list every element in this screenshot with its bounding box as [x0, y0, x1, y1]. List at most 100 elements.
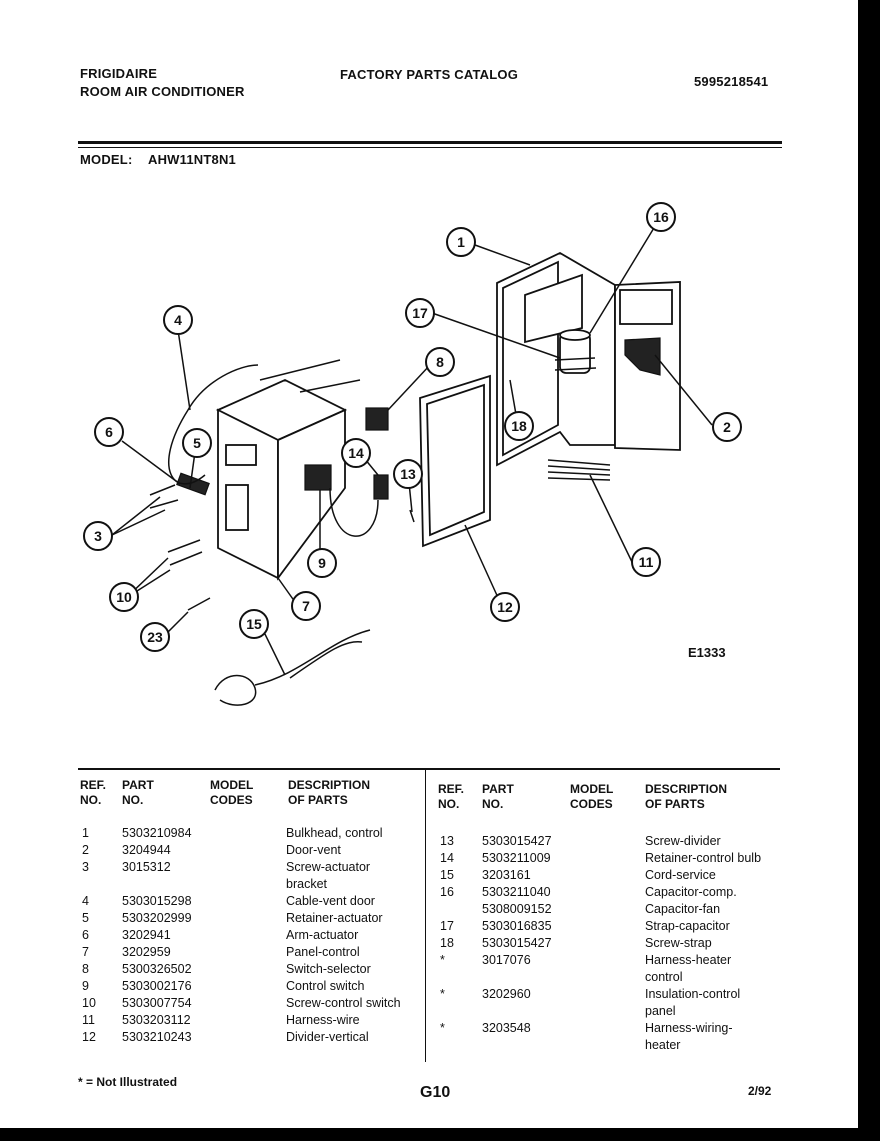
exploded-parts-diagram: 1 2 3 4 5 6 7 8 9 10 11 12 13 14 15 16 1…: [83, 202, 742, 706]
svg-text:16: 16: [653, 209, 669, 225]
callout-1: 1: [446, 227, 476, 257]
part-row-ref: *: [440, 987, 445, 1001]
part-row-ref: 11: [82, 1013, 95, 1027]
svg-text:18: 18: [511, 418, 527, 434]
part-row-part: 3204944: [122, 843, 171, 857]
callout-3: 3: [83, 521, 113, 551]
part-row-desc: Harness-wiring-: [645, 1021, 733, 1035]
bulkhead-part: [496, 251, 681, 467]
screws: [149, 484, 415, 611]
part-row-part: 3017076: [482, 953, 531, 967]
actuator-part: [176, 472, 210, 496]
svg-text:7: 7: [302, 598, 310, 614]
part-row-desc: Capacitor-comp.: [645, 885, 737, 899]
footnote: * = Not Illustrated: [78, 1075, 178, 1089]
callout-4: 4: [163, 305, 193, 335]
part-row-part: 5303202999: [122, 911, 192, 925]
part-row-desc: Panel-control: [286, 945, 360, 959]
part-row-ref: 16: [440, 885, 454, 899]
svg-text:9: 9: [318, 555, 326, 571]
part-row-part: 3203161: [482, 868, 531, 882]
svg-text:10: 10: [116, 589, 132, 605]
part-row-desc: Cord-service: [645, 868, 716, 882]
svg-text:1: 1: [457, 234, 465, 250]
part-row-part: 5303210243: [122, 1030, 192, 1044]
part-row-desc: control: [645, 970, 683, 984]
svg-text:15: 15: [246, 616, 262, 632]
part-row-desc: Harness-heater: [645, 953, 732, 967]
callout-10: 10: [109, 582, 139, 612]
callout-15: 15: [239, 609, 269, 639]
svg-text:13: 13: [400, 466, 416, 482]
part-row-desc: bracket: [286, 877, 327, 891]
control-panel-part: [215, 359, 361, 581]
callout-9: 9: [307, 548, 337, 578]
part-row-ref: 5: [82, 911, 89, 925]
wire-harness-part: [547, 459, 611, 481]
part-row-ref: 15: [440, 868, 454, 882]
svg-text:14: 14: [348, 445, 364, 461]
part-row-ref: 2: [82, 843, 89, 857]
part-row-part: 5303015427: [482, 936, 552, 950]
callout-8: 8: [425, 347, 455, 377]
part-row-ref: 17: [440, 919, 454, 933]
part-row-desc: Capacitor-fan: [645, 902, 721, 916]
model-label: MODEL:: [80, 152, 133, 167]
callout-16: 16: [646, 202, 676, 232]
part-row-part: 5303211040: [482, 885, 551, 899]
part-row-desc: Retainer-control bulb: [645, 851, 762, 865]
part-row-part: 3203548: [482, 1021, 531, 1035]
part-row-desc: Control switch: [286, 979, 365, 993]
revision-date: 2/92: [748, 1084, 772, 1098]
part-row-desc: Retainer-actuator: [286, 911, 383, 925]
part-row-ref: 10: [82, 996, 96, 1010]
header-ref-right: REF.NO.: [438, 782, 465, 811]
callout-7: 7: [291, 591, 321, 621]
capacitor-part: [554, 329, 597, 374]
part-row-ref: *: [440, 1021, 445, 1035]
part-row-ref: 1: [82, 826, 89, 840]
part-row-part: 5303002176: [122, 979, 192, 993]
part-row-desc: heater: [645, 1038, 681, 1052]
part-row-ref: 6: [82, 928, 89, 942]
switch-selector-part: [365, 407, 389, 431]
product-name: ROOM AIR CONDITIONER: [80, 84, 245, 99]
part-row-ref: 13: [440, 834, 454, 848]
brand-name: FRIGIDAIRE: [80, 66, 158, 81]
retainer-bulb-part: [373, 474, 389, 500]
part-row-part: 3202959: [122, 945, 171, 959]
part-row-ref: 14: [440, 851, 454, 865]
svg-text:3: 3: [94, 528, 102, 544]
control-switch-part: [304, 464, 332, 491]
part-row-desc: Door-vent: [286, 843, 341, 857]
part-row-desc: Screw-actuator: [286, 860, 371, 874]
part-row-ref: 3: [82, 860, 89, 874]
callout-14: 14: [341, 438, 371, 468]
svg-text:2: 2: [723, 419, 731, 435]
callout-23: 23: [140, 622, 170, 652]
part-row-desc: Arm-actuator: [286, 928, 359, 942]
callout-2: 2: [712, 412, 742, 442]
part-row-part: 5303203112: [122, 1013, 191, 1027]
divider-part: [419, 374, 491, 548]
part-row-desc: Cable-vent door: [286, 894, 375, 908]
part-row-part: 5308009152: [482, 902, 552, 916]
diagram-code: E1333: [688, 645, 726, 660]
part-row-part: 5303016835: [482, 919, 552, 933]
part-row-part: 5303210984: [122, 826, 192, 840]
part-row-part: 5303015298: [122, 894, 192, 908]
cable-part: [168, 364, 259, 485]
part-row-desc: Divider-vertical: [286, 1030, 369, 1044]
page-number: G10: [420, 1084, 451, 1101]
svg-text:17: 17: [412, 305, 428, 321]
svg-text:5: 5: [193, 435, 201, 451]
svg-text:12: 12: [497, 599, 513, 615]
part-row-ref: 4: [82, 894, 89, 908]
service-cord-part: [214, 629, 371, 706]
part-row-desc: Bulkhead, control: [286, 826, 383, 840]
